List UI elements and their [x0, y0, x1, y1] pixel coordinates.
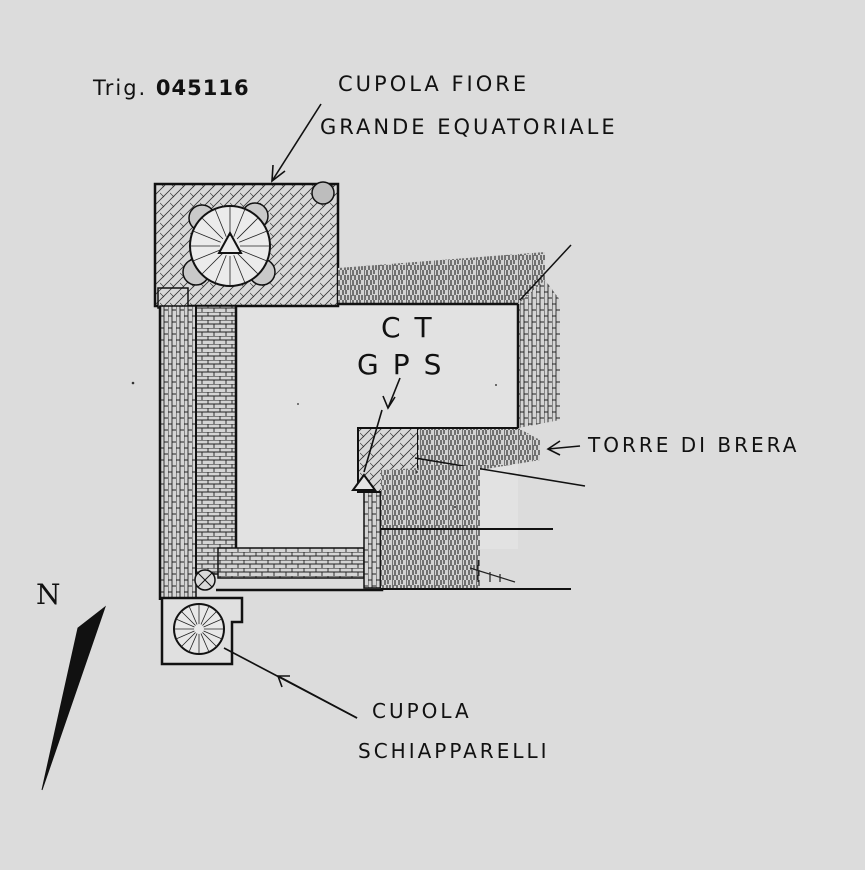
ct-label: CT [381, 311, 446, 344]
small-dome-corner [311, 181, 335, 205]
cupola-schiapparelli-dome [173, 603, 225, 655]
north-wall [338, 252, 545, 304]
schiapparelli-label: SCHIAPPARELLI [358, 739, 550, 763]
cupola-label: CUPOLA [372, 699, 472, 723]
north-label: N [36, 578, 61, 611]
grande-equatoriale-label: GRANDE EQUATORIALE [320, 115, 618, 139]
west-wing-inner [195, 305, 237, 575]
trig-number: 045116 [155, 76, 250, 100]
south-corridor [217, 547, 365, 579]
ct-gps-marker [351, 473, 377, 491]
gps-label: GPS [357, 348, 456, 381]
east-wall [518, 280, 560, 428]
cupola-fiore-dome [182, 202, 276, 287]
north-arrow-icon [41, 605, 107, 791]
west-wing-outer [159, 305, 197, 599]
trig-label: Trig. 045116 [93, 76, 250, 100]
leader-arrows [223, 103, 581, 719]
cupola-fiore-label: CUPOLA FIORE [338, 72, 530, 96]
cobbled-area [381, 465, 480, 590]
torre-di-brera-label: TORRE DI BRERA [588, 433, 800, 457]
trig-prefix: Trig. [93, 76, 148, 100]
